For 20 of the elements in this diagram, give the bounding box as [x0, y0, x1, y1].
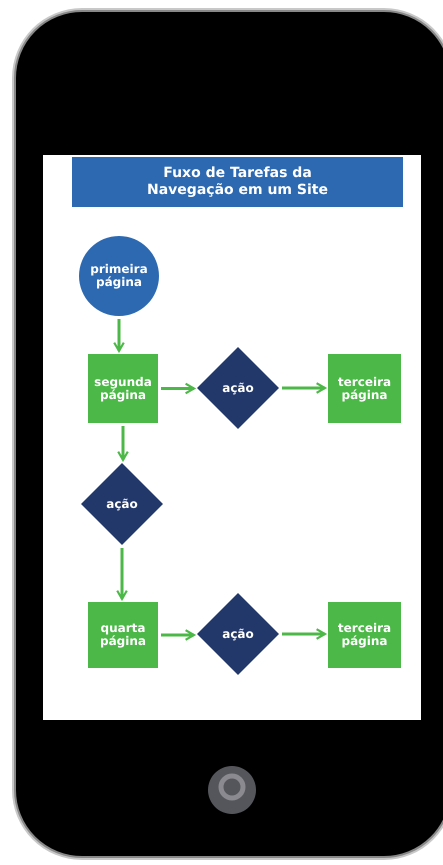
title-banner: Fuxo de Tarefas da Navegação em um Site — [72, 157, 403, 207]
arrow — [117, 426, 129, 462]
arrow — [161, 382, 196, 394]
arrow — [113, 319, 125, 352]
node-label: ação — [222, 628, 254, 640]
page-box — [88, 354, 158, 423]
page-box — [328, 602, 401, 668]
node-label: segunda página — [93, 376, 153, 402]
arrow — [282, 628, 326, 640]
node-label: ação — [106, 498, 138, 510]
page-box — [328, 354, 401, 423]
arrow — [116, 548, 128, 600]
node-label: terceira página — [336, 376, 392, 402]
node-label: ação — [222, 382, 254, 394]
page-box — [88, 602, 158, 668]
node-label: terceira página — [336, 622, 392, 648]
arrow — [282, 382, 326, 394]
arrow — [161, 629, 196, 641]
node-label: quarta página — [98, 622, 148, 648]
node-label: primeira página — [89, 263, 149, 289]
